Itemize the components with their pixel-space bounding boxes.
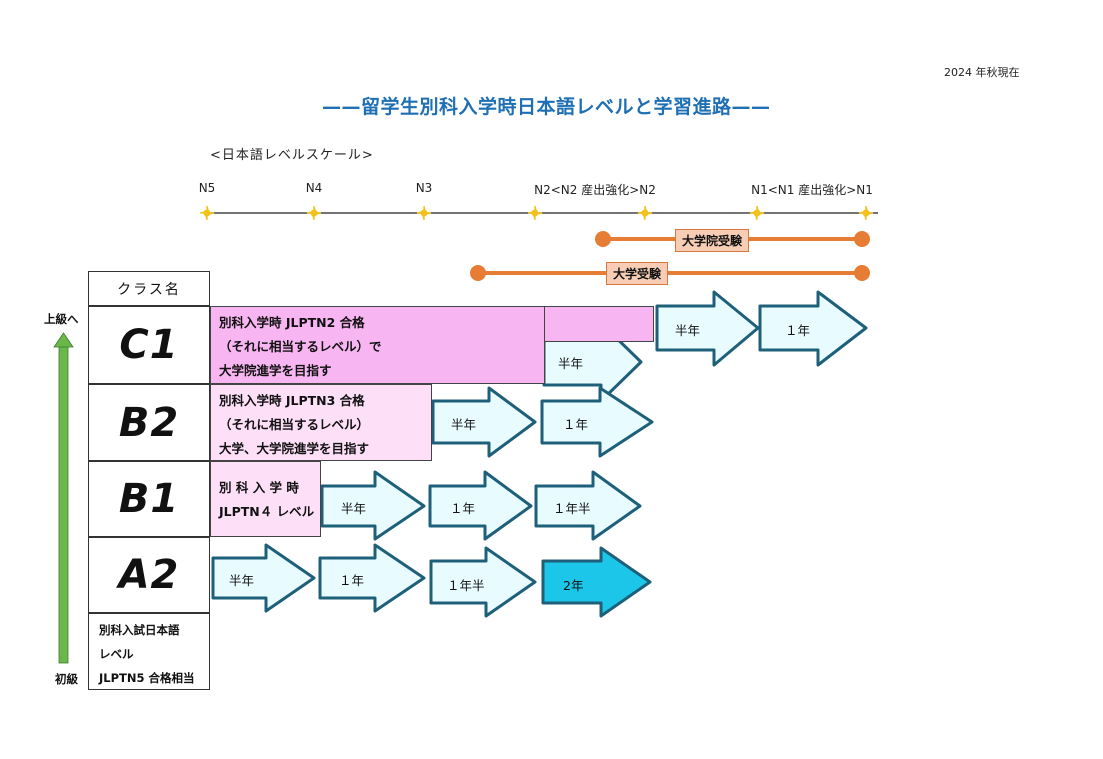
- b1-duration-1: 半年: [341, 501, 367, 516]
- scale-tick-n2: N2<N2 産出強化>N2: [534, 183, 656, 197]
- class-name-header: クラス名: [88, 271, 210, 306]
- star-icon: [527, 205, 543, 221]
- a2-arrow-4: [541, 546, 652, 618]
- level-b2: B2: [88, 384, 210, 461]
- side-label-top: 上級へ: [44, 312, 79, 326]
- scale-label: <日本語レベルスケール>: [210, 148, 374, 163]
- desc-b1-line-1: 別 科 入 学 時: [219, 480, 299, 495]
- scale-tick-n1: N1<N1 産出強化>N1: [751, 183, 873, 197]
- university-exam-bar: [470, 265, 870, 281]
- scale-tick-n4: N4: [305, 181, 323, 195]
- c1-extension-box: [544, 306, 654, 342]
- star-icon: [416, 205, 432, 221]
- c1-duration-2: 半年: [675, 323, 701, 338]
- b2-arrow-1: [431, 386, 537, 458]
- level-c1: C1: [88, 306, 210, 384]
- progress-arrows: [211, 290, 868, 618]
- desc-b2-line-3: 大学、大学院進学を目指す: [219, 441, 370, 456]
- note-line-3: JLPTN5 合格相当: [99, 671, 195, 685]
- desc-b2-line-1: 別科入学時 JLPTN3 合格: [219, 393, 365, 408]
- a2-arrow-1: [211, 543, 316, 613]
- note-line-2: レベル: [99, 647, 134, 661]
- desc-c1: 別科入学時 JLPTN2 合格 （それに相当するレベル）で 大学院進学を目指す: [210, 306, 545, 384]
- page-title: ——留学生別科入学時日本語レベルと学習進路——: [322, 96, 771, 118]
- a2-arrow-3: [429, 546, 537, 618]
- star-icon: [306, 205, 322, 221]
- a2-duration-4: 2年: [563, 578, 584, 593]
- scale-tick-n5: N5: [198, 181, 216, 195]
- star-icon: [199, 205, 215, 221]
- b2-arrow-2: [540, 386, 654, 458]
- star-icon: [749, 205, 765, 221]
- graduate-exam-label: 大学院受験: [675, 229, 750, 252]
- entry-level-note: 別科入試日本語 レベル JLPTN5 合格相当: [88, 613, 210, 690]
- desc-b2: 別科入学時 JLPTN3 合格 （それに相当するレベル） 大学、大学院進学を目指…: [210, 384, 432, 461]
- a2-duration-1: 半年: [229, 573, 255, 588]
- a2-duration-3: １年半: [447, 578, 485, 593]
- desc-b1-line-2: JLPTN４ レベル: [219, 504, 315, 519]
- b2-duration-2: １年: [563, 417, 589, 432]
- star-icon: [858, 205, 874, 221]
- desc-c1-line-3: 大学院進学を目指す: [219, 363, 332, 378]
- c1-duration-3: １年: [785, 323, 811, 338]
- a2-duration-2: １年: [339, 573, 365, 588]
- desc-c1-line-2: （それに相当するレベル）で: [219, 339, 382, 354]
- level-up-arrow: [53, 332, 74, 664]
- b1-duration-3: １年半: [553, 501, 591, 516]
- side-label-bottom: 初級: [55, 672, 78, 686]
- b1-arrow-2: [428, 470, 533, 541]
- desc-b2-line-2: （それに相当するレベル）: [219, 417, 370, 432]
- c1-duration-1: 半年: [558, 356, 584, 371]
- date-label: 2024 年秋現在: [944, 66, 1020, 79]
- b1-duration-2: １年: [450, 501, 476, 516]
- note-line-1: 別科入試日本語: [99, 623, 180, 637]
- b1-arrow-1: [320, 470, 426, 541]
- b2-duration-1: 半年: [451, 417, 477, 432]
- desc-c1-line-1: 別科入学時 JLPTN2 合格: [219, 315, 365, 330]
- university-exam-label: 大学受験: [606, 262, 669, 285]
- scale-markers: [199, 205, 874, 221]
- c1-arrow-3: [758, 290, 868, 367]
- c1-arrow-2: [655, 290, 760, 367]
- star-icon: [637, 205, 653, 221]
- scale-tick-n3: N3: [415, 181, 433, 195]
- b1-arrow-3: [534, 470, 642, 541]
- desc-b1: 別 科 入 学 時 JLPTN４ レベル: [210, 461, 321, 537]
- a2-arrow-2: [318, 543, 426, 613]
- level-b1: B1: [88, 461, 210, 537]
- level-a2: A2: [88, 537, 210, 613]
